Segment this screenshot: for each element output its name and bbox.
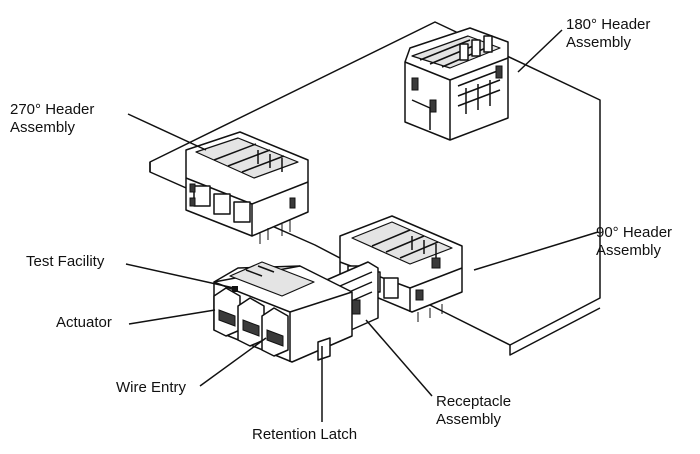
header-180-label-line1: 180° Header bbox=[566, 16, 651, 33]
header-90-label-line1: 90° Header bbox=[596, 224, 673, 241]
board-edge bbox=[149, 162, 601, 356]
wire-entry-label: Wire Entry bbox=[116, 379, 187, 396]
test-facility-label: Test Facility bbox=[26, 253, 105, 270]
receptacle-assembly-label: Receptacle Assembly bbox=[436, 393, 511, 429]
leader-lines bbox=[125, 29, 599, 422]
header-90-label-line2: Assembly bbox=[596, 242, 662, 259]
actuator-label: Actuator bbox=[56, 314, 112, 331]
header-180-assembly bbox=[404, 27, 509, 141]
header-180-label-line2: Assembly bbox=[566, 34, 632, 51]
header-90-label: 90° Header Assembly bbox=[596, 224, 672, 260]
receptacle-label-line2: Assembly bbox=[436, 411, 502, 428]
header-270-label: 270° Header Assembly bbox=[10, 101, 94, 137]
header-270-label-line1: 270° Header bbox=[10, 101, 95, 118]
header-270-assembly bbox=[185, 131, 309, 244]
receptacle-label-line1: Receptacle bbox=[436, 393, 512, 410]
receptacle-assembly bbox=[213, 261, 379, 363]
retention-latch-label: Retention Latch bbox=[252, 426, 358, 443]
header-270-label-line2: Assembly bbox=[10, 119, 76, 136]
header-180-label: 180° Header Assembly bbox=[566, 16, 650, 52]
